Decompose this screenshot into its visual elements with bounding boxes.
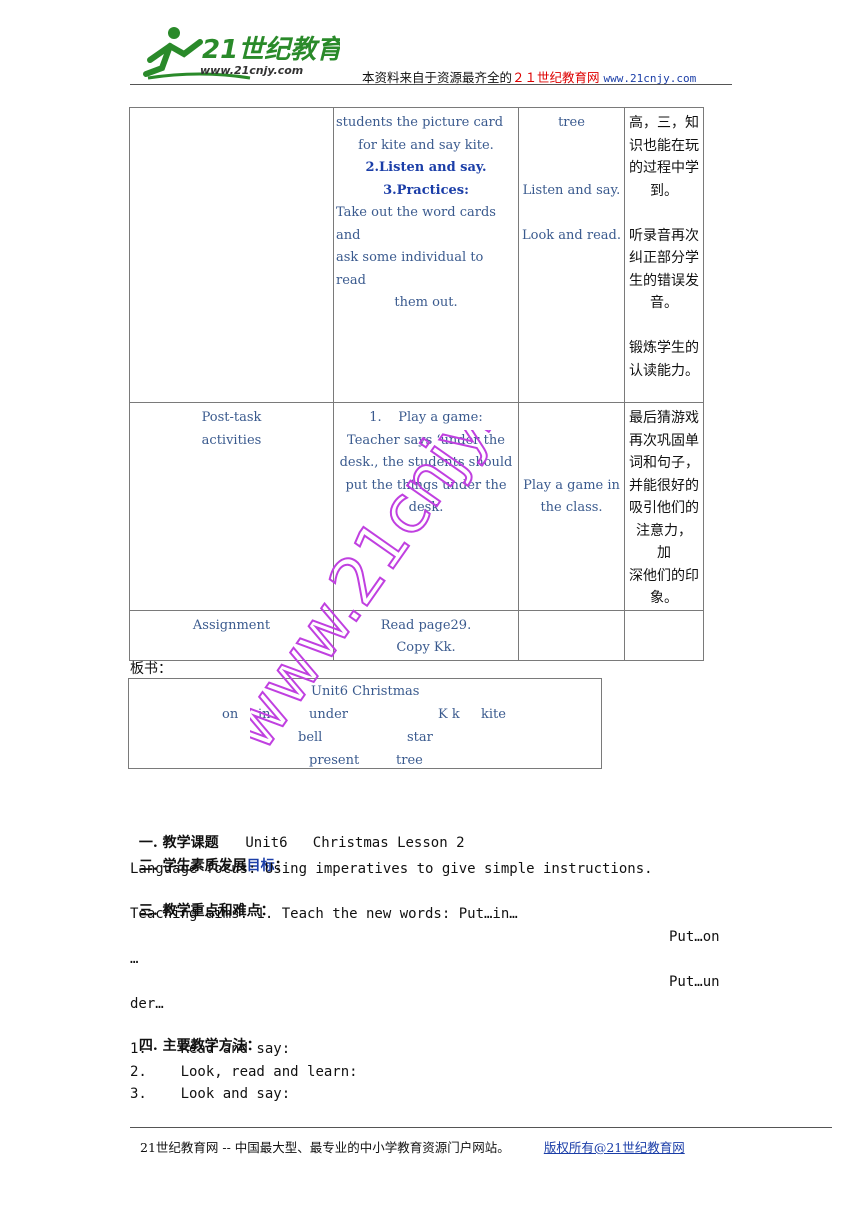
- board-word: kite: [481, 707, 506, 722]
- board-label: 板书：: [130, 661, 172, 677]
- header-divider: [130, 84, 732, 85]
- site-url-link[interactable]: www.21cnjy.com: [603, 72, 697, 85]
- aim-put-on: Put…on: [669, 929, 720, 945]
- footer-divider: [130, 1127, 832, 1128]
- table-row: students the picture card for kite and s…: [129, 107, 704, 403]
- board-word: star: [407, 730, 433, 745]
- activity-cell: Read page29. Copy Kk.: [333, 609, 519, 661]
- board-word: under: [309, 707, 348, 722]
- copyright-link[interactable]: 版权所有@21世纪教育网: [543, 1140, 685, 1155]
- purpose-cell: 高，三，知 识也能在玩 的过程中学 到。 听录音再次 纠正部分学 生的错误发 音…: [624, 107, 704, 403]
- list-item: 3. Look and say:: [130, 1086, 291, 1102]
- board-word: present: [309, 753, 360, 768]
- table-row: Assignment Read page29. Copy Kk.: [129, 609, 704, 661]
- section-methods: 四. 主要教学方法：: [138, 1038, 261, 1054]
- footer: 21世纪教育网 -- 中国最大型、最专业的中小学教育资源门户网站。版权所有@21…: [140, 1140, 685, 1155]
- board-word: tree: [396, 753, 423, 768]
- board-word: on: [222, 707, 239, 722]
- activity-cell: students the picture card for kite and s…: [333, 107, 519, 403]
- site-logo: 21世纪教育 www.21cnjy.com: [143, 27, 340, 80]
- aim-put-on-cont: …: [130, 951, 139, 967]
- student-cell: tree Listen and say. Look and read.: [518, 107, 625, 403]
- aim-put-under: Put…un: [669, 974, 720, 990]
- svg-text:www.21cnjy.com: www.21cnjy.com: [200, 64, 303, 77]
- board-title: Unit6 Christmas: [311, 684, 420, 699]
- board-word: bell: [298, 730, 323, 745]
- student-cell: [518, 609, 625, 661]
- activity-cell: 1. Play a game: Teacher says ‘under the …: [333, 402, 519, 611]
- board-word: in: [258, 707, 271, 722]
- language-focus: Language focus: Using imperatives to giv…: [130, 861, 653, 877]
- purpose-cell: 最后猜游戏 再次巩固单 词和句子， 并能很好的 吸引他们的 注意力， 加 深他们…: [624, 402, 704, 611]
- aim-put-under-cont: der…: [130, 996, 164, 1012]
- list-item: 1. Read and say:: [130, 1041, 291, 1057]
- teaching-aims: Teaching aims: 1. Teach the new words: P…: [130, 906, 518, 922]
- svg-text:21世纪教育: 21世纪教育: [202, 35, 340, 65]
- section-topic: 一. 教学课题 Unit6 Christmas Lesson 2: [138, 835, 465, 851]
- site-name-link[interactable]: ２１世纪教育网: [512, 70, 600, 85]
- stage-cell: Assignment: [129, 609, 334, 661]
- table-row: Post-task activities 1. Play a game: Tea…: [129, 402, 704, 611]
- stage-cell: [129, 107, 334, 403]
- lesson-table: students the picture card for kite and s…: [129, 107, 704, 661]
- section-keypoints: 三. 教学重点和难点：: [138, 903, 275, 919]
- purpose-cell: [624, 609, 704, 661]
- board-word: K k: [438, 707, 460, 722]
- runner-icon: [143, 27, 251, 80]
- blackboard-box: Unit6 Christmas on in under K k kite bel…: [128, 678, 602, 769]
- list-item: 2. Look, read and learn:: [130, 1064, 358, 1080]
- header-source: 本资料来自于资源最齐全的２１世纪教育网 www.21cnjy.com: [362, 70, 697, 85]
- section-goals: 二. 学生素质发展目标：: [138, 858, 289, 874]
- student-cell: Play a game in the class.: [518, 402, 625, 611]
- stage-cell: Post-task activities: [129, 402, 334, 611]
